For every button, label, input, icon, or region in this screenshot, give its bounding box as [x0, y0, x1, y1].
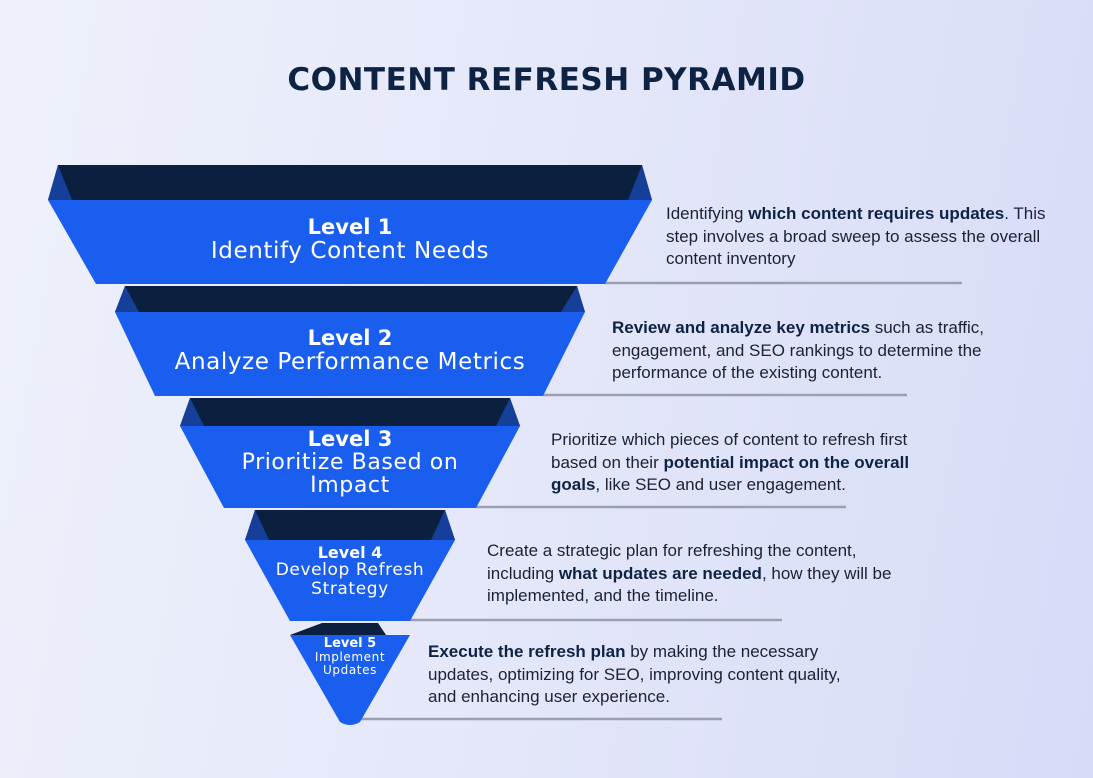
tier-3-name: Prioritize Based on Impact: [241, 449, 459, 499]
tier-5-name: Implement Updates: [314, 650, 386, 677]
tier-4-right-wedge: [431, 510, 455, 540]
tier-4-left-wedge: [245, 510, 269, 540]
tier-1-number: Level 1: [307, 215, 393, 239]
tier-4-description: Create a strategic plan for refreshing t…: [487, 540, 917, 608]
description-emphasis: potential impact on the overall goals: [551, 452, 910, 495]
description-emphasis: Review and analyze key metrics: [612, 318, 870, 337]
description-emphasis: what updates are needed: [558, 563, 762, 583]
description-text: such as traffic, engagement, and SEO ran…: [612, 318, 984, 382]
tier-4-name: Develop Refresh Strategy: [275, 560, 425, 599]
tier-1-front-face: [48, 200, 652, 284]
tier-5-description: Execute the refresh plan by making the n…: [428, 641, 868, 709]
tier-2-description: Review and analyze key metrics such as t…: [612, 317, 1042, 385]
description-emphasis: Execute the refresh plan: [428, 642, 626, 661]
page-title: CONTENT REFRESH PYRAMID: [287, 62, 806, 98]
tier-2-left-wedge: [115, 286, 139, 312]
tier-2-right-wedge: [561, 286, 585, 312]
tier-4-number: Level 4: [317, 543, 383, 562]
tier-5-number: Level 5: [323, 636, 377, 651]
description-text: Identifying: [666, 204, 749, 223]
description-text: by making the necessary updates, optimiz…: [428, 642, 841, 706]
tier-5-back-face: [290, 623, 386, 635]
tier-2-name: Analyze Performance Metrics: [174, 348, 526, 375]
description-text: . This step involves a broad sweep to as…: [666, 204, 1046, 268]
tier-3-front-face: [180, 426, 520, 508]
description-text: Create a strategic plan for refreshing t…: [487, 541, 857, 583]
tier-3-number: Level 3: [307, 427, 393, 451]
tier-3-right-wedge: [496, 398, 520, 426]
tier-3-left-wedge: [180, 398, 204, 426]
tier-2-front-face: [115, 312, 585, 396]
tier-4-back-face: [245, 510, 455, 540]
tier-5-front-face: [290, 635, 410, 725]
tier-3-back-face: [180, 398, 520, 426]
tier-1-left-wedge: [48, 165, 72, 200]
description-text: , how they will be implemented, and the …: [487, 563, 892, 606]
tier-1-name: Identify Content Needs: [210, 237, 490, 264]
tier-1-back-face: [48, 165, 652, 200]
tier-3-description: Prioritize which pieces of content to re…: [551, 429, 951, 497]
tier-2-back-face: [115, 286, 585, 312]
tier-1-right-wedge: [628, 165, 652, 200]
tier-1-description: Identifying which content requires updat…: [666, 203, 1066, 271]
description-emphasis: which content requires updates: [748, 204, 1005, 223]
description-text: Prioritize which pieces of content to re…: [551, 430, 908, 472]
tier-2-number: Level 2: [307, 326, 393, 350]
tier-4-front-face: [245, 540, 455, 621]
description-text: , like SEO and user engagement.: [595, 475, 846, 494]
